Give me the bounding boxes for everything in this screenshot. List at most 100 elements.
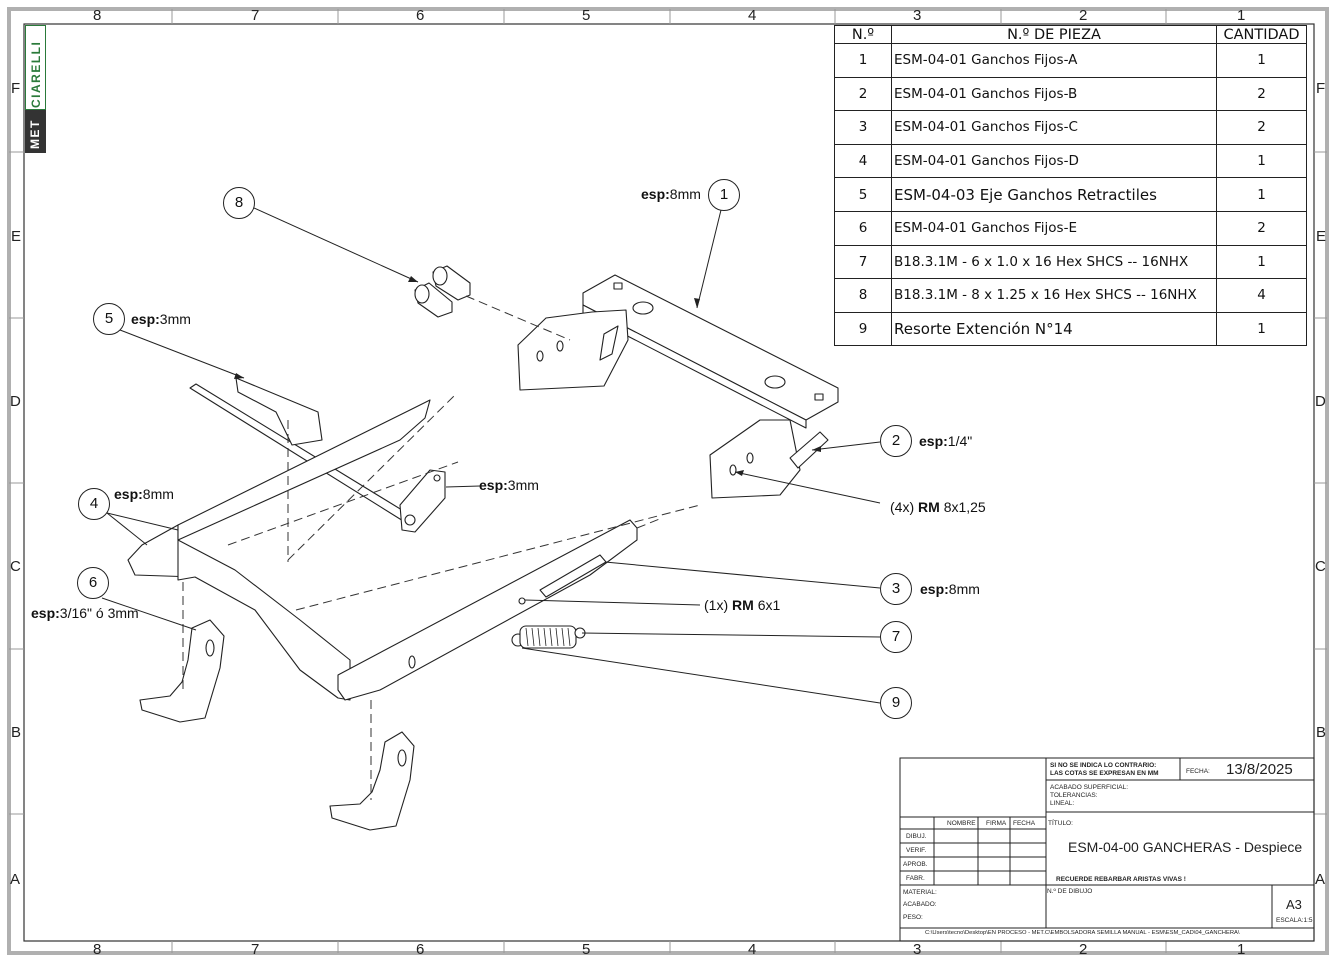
zone-col-5: 5 (582, 7, 591, 24)
bom-part: ESM-04-03 Eje Ganchos Retractiles (891, 177, 1217, 212)
company-logo: CIARELLI MET (25, 25, 46, 153)
balloon-1: 1 (708, 179, 740, 211)
row-verif: VERIF. (906, 847, 927, 854)
bom-header-num: N.º (834, 25, 892, 44)
balloon-5: 5 (93, 303, 125, 335)
col-nombre: NOMBRE (947, 820, 976, 827)
row-fabr: FABR. (906, 875, 925, 882)
balloon-9: 9 (880, 687, 912, 719)
balloon-2: 2 (880, 425, 912, 457)
bom-num: 9 (834, 311, 892, 347)
thickness-note-part-2: esp:1/4" (919, 433, 973, 449)
bom-part: ESM-04-01 Ganchos Fijos-E (891, 210, 1217, 246)
surface-finish-label: ACABADO SUPERFICIAL:TOLERANCIAS:LINEAL: (1050, 784, 1129, 807)
sheet-size: A3 (1286, 897, 1302, 912)
thickness-note-part-5: esp:3mm (131, 311, 191, 327)
bom-num: 6 (834, 210, 892, 246)
zone-row-A-right: A (1315, 871, 1326, 888)
zone-col-1-bottom: 1 (1237, 941, 1246, 958)
thickness-note-part-6: esp:3/16" ó 3mm (31, 605, 139, 621)
bom-qty: 1 (1216, 311, 1307, 347)
peso-label: PESO: (903, 914, 923, 921)
bom-part: Resorte Extención N°14 (891, 311, 1217, 347)
part-6-hook-left (139, 619, 225, 723)
bom-num: 2 (834, 76, 892, 112)
thickness-note-part-1: esp:8mm (641, 186, 701, 202)
thickness-note-link: esp:3mm (479, 477, 539, 493)
bom-num: 3 (834, 110, 892, 145)
drawing-title: ESM-04-00 GANCHERAS - Despiece (1068, 839, 1303, 855)
bom-qty: 2 (1216, 110, 1307, 145)
bom-header-row: N.º N.º DE PIEZA CANTIDAD (834, 25, 1307, 44)
zone-col-3-bottom: 3 (913, 941, 922, 958)
balloon-6: 6 (77, 567, 109, 599)
row-dibuj: DIBUJ. (906, 833, 927, 840)
zone-col-7: 7 (251, 7, 260, 24)
bom-num: 7 (834, 244, 892, 280)
part-3-bar (337, 519, 638, 701)
acabado-label: ACABADO: (903, 901, 937, 908)
drawing-number-label: N.º DE DIBUJO (1047, 888, 1093, 895)
bom-header-qty: CANTIDAD (1216, 25, 1307, 44)
drawing-date: 13/8/2025 (1226, 761, 1293, 778)
zone-col-7-bottom: 7 (251, 941, 260, 958)
thread-note-rm6: (1x) RM 6x1 (704, 597, 781, 613)
bom-qty: 2 (1216, 76, 1307, 112)
zone-row-C-right: C (1315, 558, 1326, 575)
bom-part: B18.3.1M - 8 x 1.25 x 16 Hex SHCS -- 16N… (891, 278, 1217, 313)
zone-row-B: B (11, 724, 22, 741)
bom-part: ESM-04-01 Ganchos Fijos-A (891, 43, 1217, 78)
fecha-label: FECHA: (1186, 768, 1210, 775)
deburr-note: RECUERDE REBARBAR ARISTAS VIVAS ! (1056, 876, 1186, 883)
material-label: MATERIAL: (903, 889, 937, 896)
zone-col-4: 4 (748, 7, 757, 24)
thread-note-rm8: (4x) RM 8x1,25 (890, 499, 986, 515)
zone-row-E-right: E (1316, 228, 1327, 245)
part-8-screws (414, 265, 471, 318)
bom-num: 8 (834, 278, 892, 313)
col-firma: FIRMA (986, 820, 1007, 827)
scale: ESCALA:1:5 (1276, 917, 1313, 924)
bom-qty: 2 (1216, 210, 1307, 246)
balloon-4: 4 (78, 488, 110, 520)
zone-col-8-bottom: 8 (93, 941, 102, 958)
bom-qty: 1 (1216, 244, 1307, 280)
col-fecha: FECHA (1013, 820, 1036, 827)
zone-row-F-right: F (1316, 80, 1326, 97)
zone-col-3: 3 (913, 7, 922, 24)
part-9-spring (511, 625, 586, 649)
bom-qty: 1 (1216, 177, 1307, 212)
zone-col-4-bottom: 4 (748, 941, 757, 958)
thickness-note-part-3: esp:8mm (920, 581, 980, 597)
bom-part: ESM-04-01 Ganchos Fijos-B (891, 76, 1217, 112)
units-note: SI NO SE INDICA LO CONTRARIO:LAS COTAS S… (1050, 762, 1159, 777)
file-path: C:\Users\tecno\Desktop\EN PROCESO - MET.… (925, 930, 1240, 936)
part-2-plate (709, 419, 801, 499)
bom-part: ESM-04-01 Ganchos Fijos-C (891, 110, 1217, 145)
bom-part: B18.3.1M - 6 x 1.0 x 16 Hex SHCS -- 16NH… (891, 244, 1217, 280)
zone-col-8: 8 (93, 7, 102, 24)
zone-col-5-bottom: 5 (582, 941, 591, 958)
zone-row-A: A (10, 871, 21, 888)
zone-row-E: E (11, 228, 22, 245)
zone-col-6-bottom: 6 (416, 941, 425, 958)
bom-part: ESM-04-01 Ganchos Fijos-D (891, 143, 1217, 179)
part-6-hook-bottom (329, 731, 415, 831)
zone-row-F: F (11, 80, 21, 97)
thickness-note-part-4: esp:8mm (114, 486, 174, 502)
bom-header-part: N.º DE PIEZA (891, 25, 1217, 44)
zone-row-D-right: D (1315, 393, 1326, 410)
part-4-frame (127, 524, 351, 701)
zone-col-2: 2 (1079, 7, 1088, 24)
zone-row-D: D (10, 393, 21, 410)
zone-col-6: 6 (416, 7, 425, 24)
balloon-3: 3 (880, 573, 912, 605)
